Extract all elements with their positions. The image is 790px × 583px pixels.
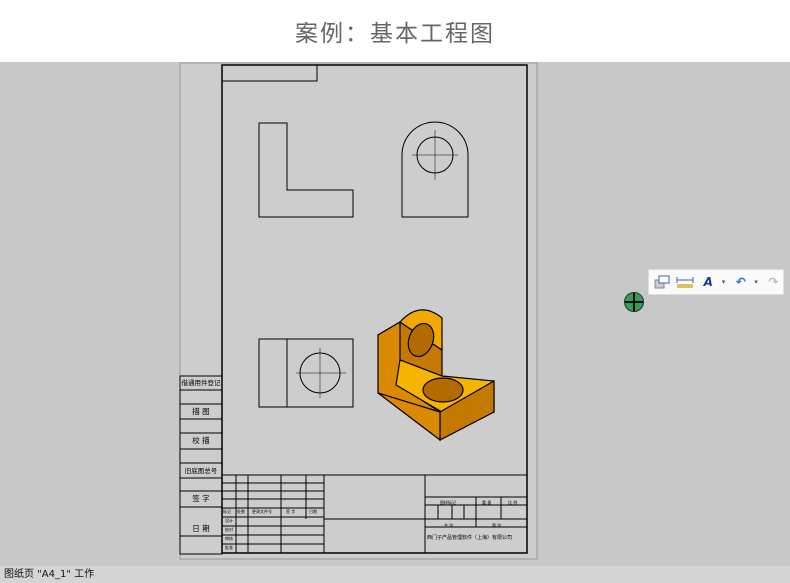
- undo-dropdown-icon[interactable]: ▾: [754, 278, 758, 286]
- left-table-label: 描 图: [192, 407, 210, 416]
- mark-label: 重 量: [482, 500, 492, 505]
- undo-icon[interactable]: ↶: [735, 275, 746, 289]
- rev-header: 处数: [237, 509, 245, 514]
- role-label: 设计: [225, 518, 233, 523]
- left-table: [179, 375, 223, 555]
- drawing-sheet: [179, 62, 538, 560]
- front-view: [258, 122, 354, 218]
- view-icon[interactable]: [653, 272, 672, 292]
- left-table-label: 借通用件登记: [181, 379, 221, 387]
- left-table-label: 签 字: [192, 494, 210, 503]
- corner-box: [221, 64, 318, 82]
- dimension-icon[interactable]: [676, 272, 695, 292]
- rev-header: 标记: [223, 509, 231, 514]
- rev-header: 签 字: [286, 509, 296, 514]
- left-table-label: 日 期: [192, 524, 210, 533]
- rev-header: 更改文件号: [252, 509, 272, 514]
- left-table-label: 校 描: [192, 436, 210, 445]
- role-label: 校对: [225, 527, 233, 532]
- title-block: [222, 474, 527, 553]
- drawing-border: [221, 64, 528, 554]
- company-name: 西门子产品管理软件（上海）有限公司: [427, 535, 513, 541]
- page-title: 案例：基本工程图: [0, 0, 790, 62]
- side-view: [401, 121, 469, 218]
- mark-label: 图样标记: [440, 500, 456, 505]
- isometric-view: [377, 309, 495, 442]
- snap-point-icon[interactable]: [624, 292, 644, 312]
- role-label: 批准: [225, 545, 233, 550]
- text-style-icon[interactable]: A: [703, 275, 713, 289]
- redo-icon[interactable]: ↷: [768, 275, 779, 289]
- status-bar: 图纸页 "A4_1" 工作: [0, 566, 790, 583]
- rev-header: 日期: [309, 509, 317, 514]
- drawing-canvas[interactable]: 借通用件登记 描 图 校 描 旧底图总号 签 字 日 期 标记 处数 更改文件号…: [0, 62, 790, 566]
- text-style-dropdown-icon[interactable]: ▾: [721, 278, 726, 286]
- top-view: [258, 338, 354, 408]
- quick-toolbar: A ▾ ↶ ▾ ↷: [648, 269, 784, 295]
- sheet-label: 共 张: [444, 523, 454, 528]
- left-table-label: 旧底图总号: [184, 467, 218, 475]
- role-label: 审核: [225, 536, 233, 541]
- sheet-label: 第 张: [492, 523, 502, 528]
- mark-label: 比 例: [508, 500, 518, 505]
